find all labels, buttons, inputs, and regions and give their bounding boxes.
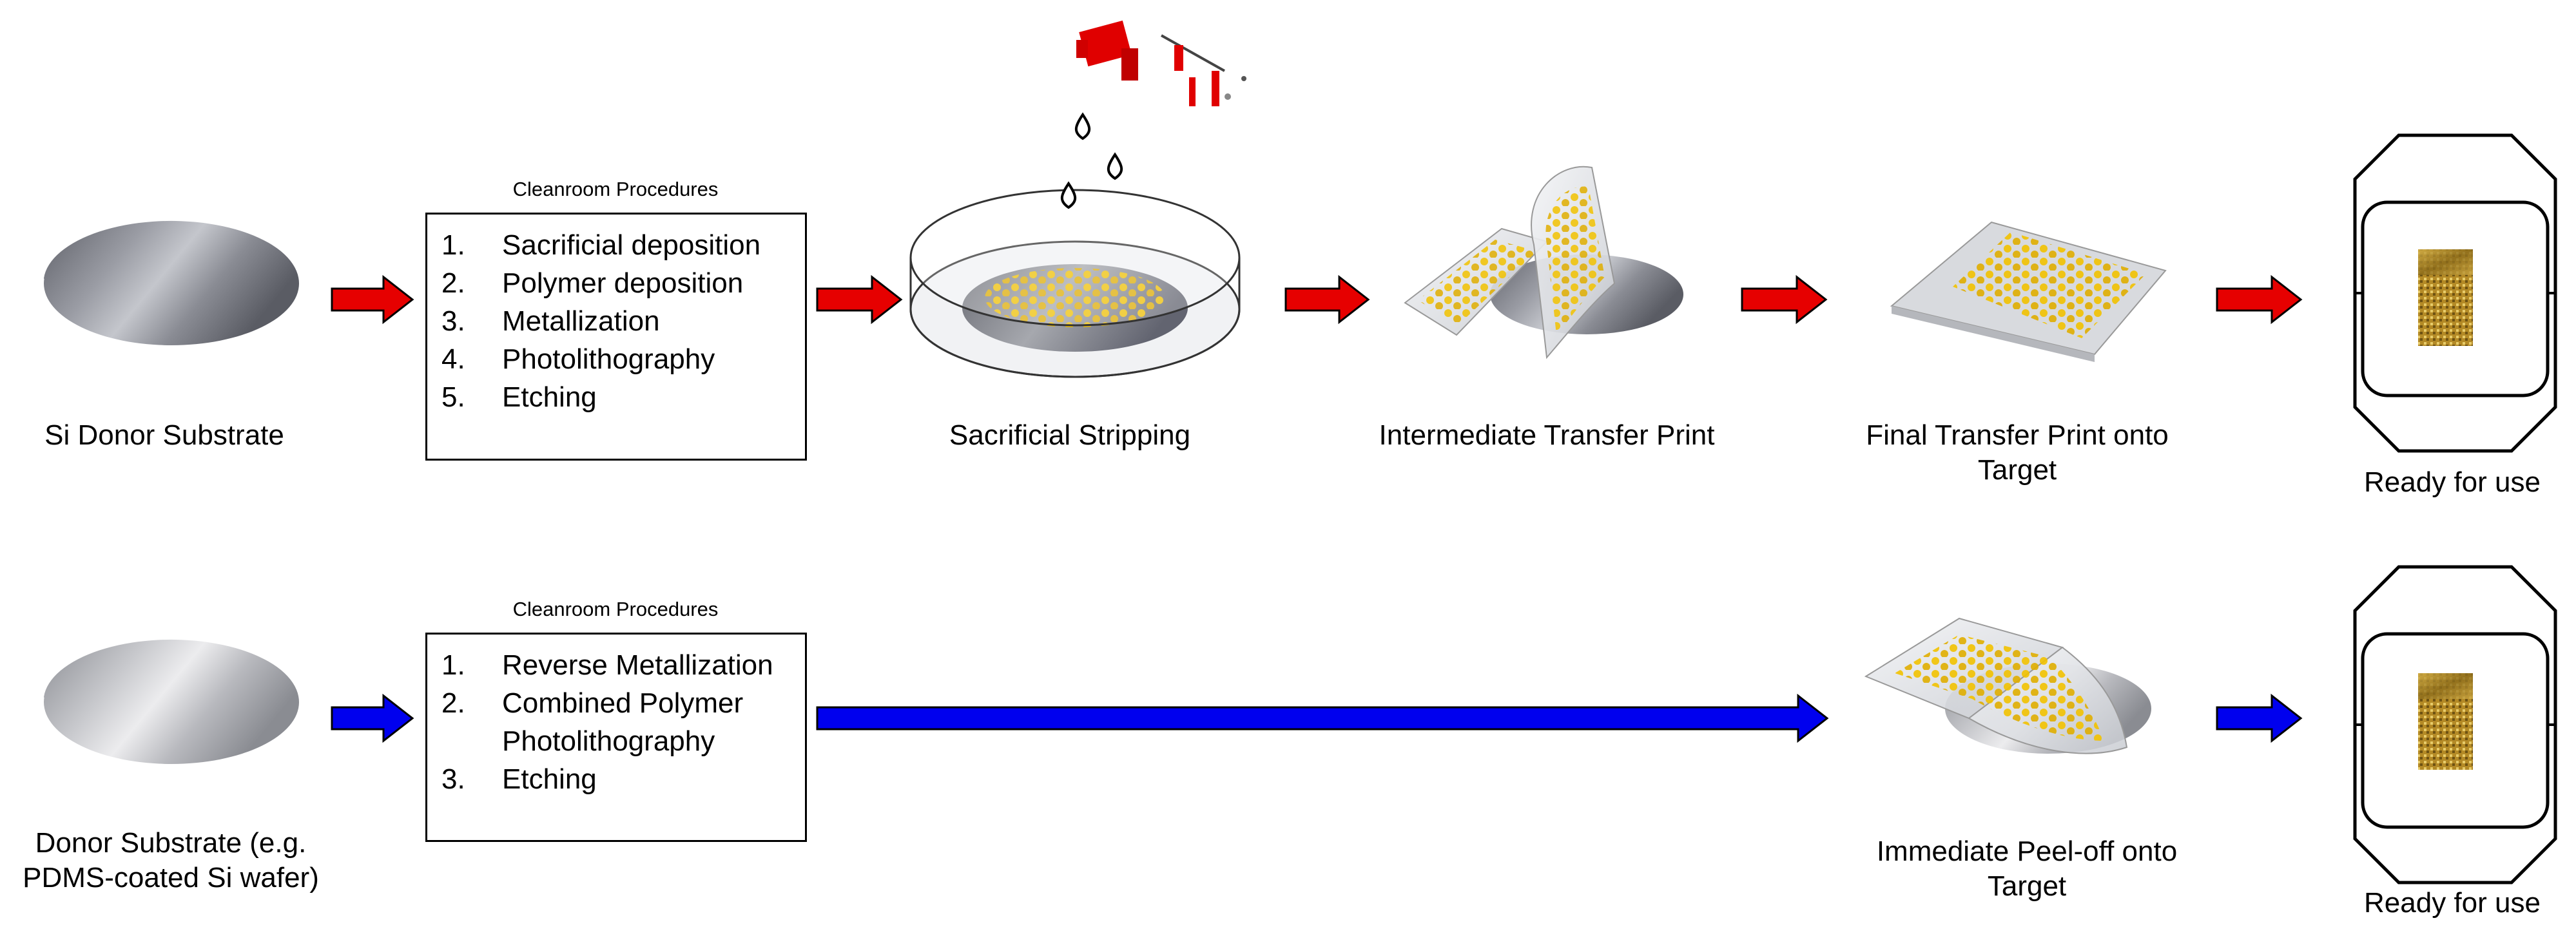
- procedures-box-2: 1.Reverse Metallization 2.Combined Polym…: [425, 633, 807, 842]
- procedures-title-1: Cleanroom Procedures: [512, 178, 719, 200]
- ready-label-2: Ready for use: [2364, 887, 2541, 919]
- peel-off-label: Immediate Peel-off onto Target: [1876, 836, 2178, 902]
- procedure-step: 3.Metallization: [441, 305, 660, 337]
- procedures-box-1: 1.Sacrificial deposition 2.Polymer depos…: [425, 213, 807, 461]
- procedure-step: 2.Combined Polymer Photolithography: [441, 687, 744, 757]
- red-arrow-2: [816, 274, 903, 325]
- red-arrow-1: [331, 274, 414, 325]
- procedure-step: 4.Photolithography: [441, 343, 715, 375]
- device-package-2: [2353, 565, 2557, 884]
- si-donor-label: Si Donor Substrate: [44, 419, 284, 451]
- intermediate-transfer-illustration: [1404, 166, 1683, 359]
- blue-arrow-2: [2216, 693, 2303, 743]
- final-transfer-illustration: [1890, 221, 2167, 362]
- procedures-title-2: Cleanroom Procedures: [512, 598, 719, 620]
- procedure-step: 1.Sacrificial deposition: [441, 229, 761, 261]
- procedure-step: 5.Etching: [441, 381, 597, 413]
- procedure-step: 3.Etching: [441, 763, 597, 795]
- si-donor-wafer: [44, 220, 299, 345]
- red-arrow-3: [1284, 274, 1370, 325]
- blue-arrow-1: [331, 693, 414, 743]
- procedure-step: 2.Polymer deposition: [441, 267, 744, 299]
- pipette-rig-icon: [1076, 20, 1246, 106]
- blue-arrow-long: [816, 693, 1829, 743]
- pdms-donor-label: Donor Substrate (e.g. PDMS-coated Si waf…: [23, 827, 319, 893]
- stripping-label: Sacrificial Stripping: [949, 419, 1191, 451]
- peel-off-illustration: [1864, 617, 2151, 754]
- procedure-step: 1.Reverse Metallization: [441, 649, 773, 681]
- red-arrow-4: [1741, 274, 1828, 325]
- red-arrow-5: [2216, 274, 2303, 325]
- ready-label-1: Ready for use: [2364, 466, 2541, 498]
- petri-dish: [909, 189, 1241, 378]
- droplet-icon: [1060, 112, 1123, 209]
- pdms-donor-wafer: [44, 639, 299, 764]
- intermediate-transfer-label: Intermediate Transfer Print: [1379, 419, 1715, 451]
- final-transfer-label: Final Transfer Print onto Target: [1866, 419, 2169, 486]
- device-package-1: [2353, 133, 2557, 453]
